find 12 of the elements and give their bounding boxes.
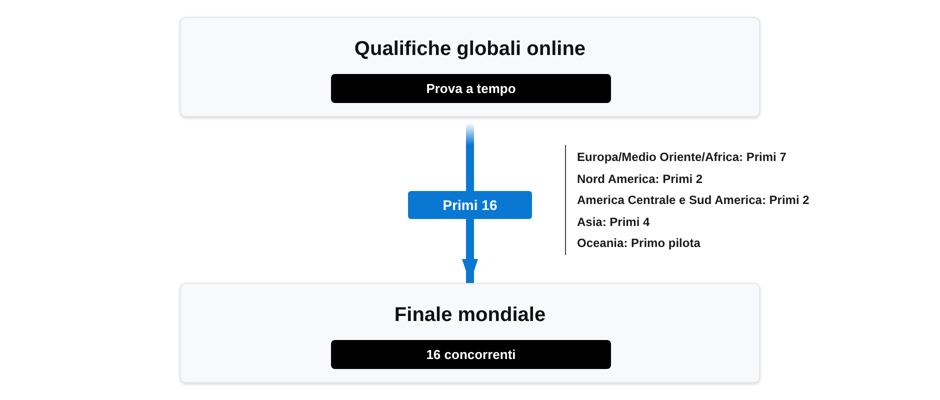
qualification-note: Oceania: Primo pilota — [577, 236, 700, 252]
stage-title: Finale mondiale — [394, 304, 546, 327]
edge-label: Primi 16 — [408, 191, 532, 219]
stage-card — [180, 17, 760, 117]
qualification-note: Europa/Medio Oriente/Africa: Primi 7 — [577, 150, 786, 165]
detail-bar: 16 concorrenti — [331, 340, 611, 369]
stage-card — [180, 283, 760, 383]
detail-bar: Prova a tempo — [331, 74, 611, 103]
qualification-note: Nord America: Primi 2 — [577, 172, 703, 187]
qualification-note: America Centrale e Sud America: Primi 2 — [577, 193, 810, 208]
stage-title: Qualifiche globali online — [354, 38, 586, 61]
qualification-note: Asia: Primi 4 — [577, 214, 650, 230]
